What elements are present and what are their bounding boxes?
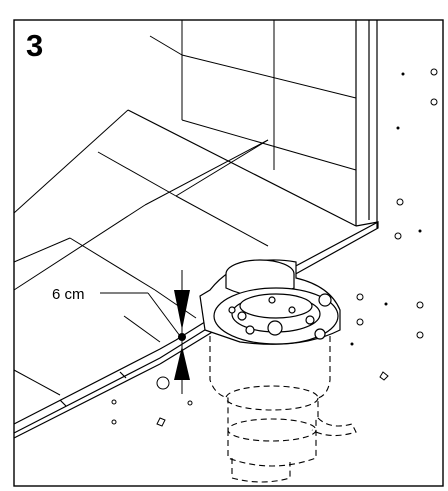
drain-body-hidden [209,336,357,483]
arrow-down-icon [174,290,190,330]
dimension-arrows [100,270,190,394]
floor-drain [199,259,341,345]
wall-floor-edge [127,20,379,228]
mortar-specks [111,68,438,427]
measure-point [178,333,186,341]
dimension-label: 6 cm [52,286,85,303]
floor-tiles [13,109,269,396]
arrow-up-icon [174,346,190,380]
step-number: 3 [26,28,44,63]
figure-border [13,19,444,487]
